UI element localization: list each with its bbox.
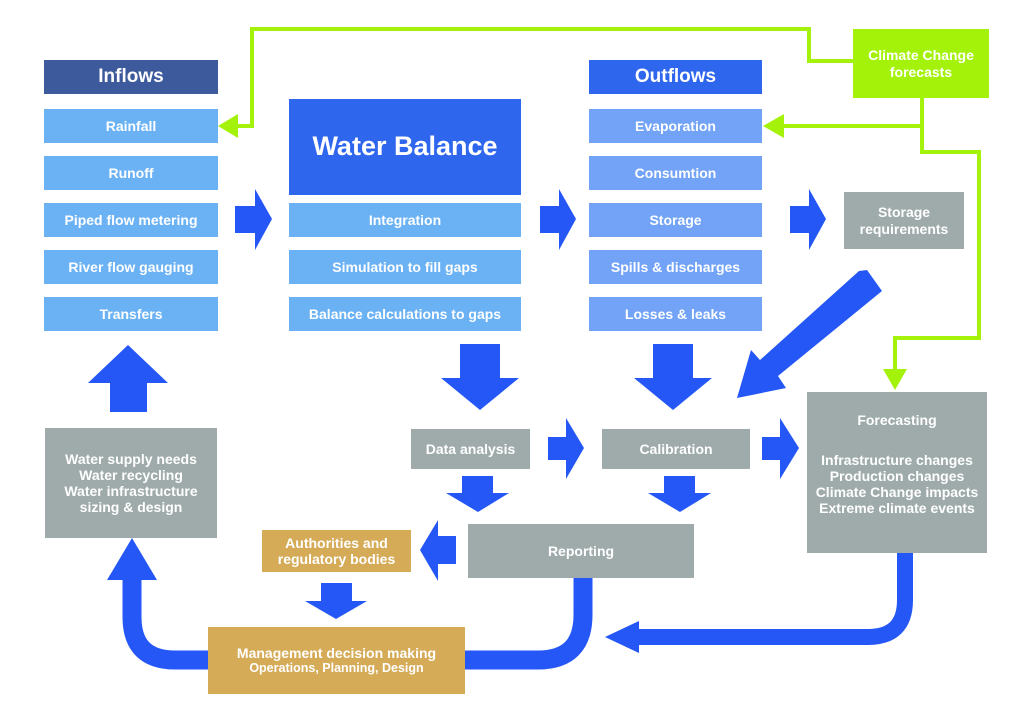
climate-change-forecasts-box[interactable]: Climate Change forecasts (853, 29, 989, 98)
inflow-item-river-flow[interactable]: River flow gauging (44, 250, 218, 284)
forecasting-to-management-curve (635, 552, 913, 645)
management-to-water-supply-arrowhead (107, 538, 157, 580)
inflow-item-label: Runoff (108, 164, 154, 181)
inflow-item-label: Transfers (99, 305, 163, 322)
balance-item-label: Balance calculations to gaps (308, 305, 502, 322)
outflow-item-label: Spills & discharges (610, 258, 741, 275)
inflows-title: Inflows (98, 66, 164, 88)
climate-to-evaporation-line (782, 98, 924, 128)
data-analysis-box[interactable]: Data analysis (411, 429, 530, 469)
data-analysis-to-calibration-arrow (548, 418, 584, 479)
outflows-to-calibration-arrow (634, 344, 712, 410)
forecasting-line: Extreme climate events (819, 500, 975, 517)
inflow-item-transfers[interactable]: Transfers (44, 297, 218, 331)
balance-item-label: Simulation to fill gaps (332, 258, 478, 275)
reporting-to-management-curve (465, 578, 593, 670)
inflows-header: Inflows (44, 60, 218, 94)
balance-to-data-analysis-arrow (441, 344, 519, 410)
reporting-label: Reporting (547, 542, 615, 559)
outflow-item-label: Storage (649, 211, 702, 228)
outflows-to-storage-arrow (790, 189, 826, 250)
water-supply-line: Water supply needs (65, 450, 197, 467)
outflow-item-losses[interactable]: Losses & leaks (589, 297, 762, 331)
climate-to-evaporation-arrowhead (763, 114, 784, 138)
balance-item-integration[interactable]: Integration (289, 203, 521, 237)
inflow-item-label: Rainfall (105, 117, 157, 134)
water-supply-to-inflows-arrow (88, 345, 168, 412)
inflow-item-piped-flow[interactable]: Piped flow metering (44, 203, 218, 237)
outflow-item-consumption[interactable]: Consumtion (589, 156, 762, 190)
authorities-line: Authorities and (285, 534, 388, 551)
calibration-label: Calibration (639, 440, 713, 457)
management-subtitle: Operations, Planning, Design (249, 661, 424, 676)
forecasting-to-management-arrowhead (605, 621, 639, 653)
climate-to-forecasting-arrowhead (883, 369, 907, 390)
authorities-line: regulatory bodies (277, 551, 396, 567)
outflow-item-label: Evaporation (635, 117, 716, 134)
climate-to-rainfall-line (236, 27, 853, 128)
water-supply-box[interactable]: Water supply needs Water recycling Water… (45, 428, 217, 538)
reporting-box[interactable]: Reporting (468, 524, 694, 578)
inflow-item-label: River flow gauging (68, 258, 194, 275)
balance-item-calculations[interactable]: Balance calculations to gaps (289, 297, 521, 331)
balance-item-label: Integration (368, 211, 442, 228)
calibration-to-forecasting-arrow (762, 418, 799, 479)
management-box[interactable]: Management decision making Operations, P… (208, 627, 465, 694)
outflow-item-spills[interactable]: Spills & discharges (589, 250, 762, 284)
authorities-to-management-arrow (305, 583, 367, 619)
outflows-title: Outflows (634, 66, 717, 88)
water-supply-line: Water recycling (79, 466, 183, 483)
reporting-to-authorities-arrow (420, 520, 456, 581)
data-analysis-to-reporting-arrow (446, 476, 509, 512)
calibration-box[interactable]: Calibration (602, 429, 750, 469)
water-balance-title: Water Balance (312, 131, 498, 162)
climate-change-line: forecasts (889, 63, 953, 80)
climate-to-forecasting-line (893, 126, 981, 372)
outflow-item-evaporation[interactable]: Evaporation (589, 109, 762, 143)
calibration-to-reporting-arrow (648, 476, 711, 512)
water-supply-line: sizing & design (79, 499, 183, 516)
inflow-item-label: Piped flow metering (64, 211, 198, 228)
inflow-item-runoff[interactable]: Runoff (44, 156, 218, 190)
inflow-item-rainfall[interactable]: Rainfall (44, 109, 218, 143)
outflow-item-label: Consumtion (634, 164, 717, 181)
water-supply-line: Water infrastructure (64, 483, 198, 499)
management-title: Management decision making (236, 645, 437, 662)
outflow-item-label: Losses & leaks (624, 305, 727, 322)
storage-requirements-box[interactable]: Storage requirements (844, 192, 964, 249)
management-to-water-supply-curve (122, 578, 210, 670)
forecasting-line: Production changes (829, 468, 965, 485)
outflow-item-storage[interactable]: Storage (589, 203, 762, 237)
authorities-box[interactable]: Authorities and regulatory bodies (262, 530, 411, 572)
forecasting-box[interactable]: Forecasting Infrastructure changes Produ… (807, 392, 987, 553)
balance-item-simulation[interactable]: Simulation to fill gaps (289, 250, 521, 284)
climate-change-line: Climate Change (868, 47, 974, 64)
storage-requirements-line: Storage (877, 204, 931, 221)
forecasting-line: Infrastructure changes (821, 452, 973, 469)
water-balance-header: Water Balance (289, 99, 521, 195)
data-analysis-label: Data analysis (425, 440, 516, 457)
balance-to-outflows-arrow (540, 189, 576, 250)
forecasting-line: Climate Change impacts (815, 484, 979, 501)
outflows-header: Outflows (589, 60, 762, 94)
storage-to-calibration-arrow (737, 270, 882, 398)
storage-requirements-line: requirements (859, 220, 949, 237)
inflows-to-balance-arrow (235, 189, 272, 250)
climate-to-rainfall-arrowhead (218, 114, 238, 138)
forecasting-title: Forecasting (857, 412, 937, 428)
